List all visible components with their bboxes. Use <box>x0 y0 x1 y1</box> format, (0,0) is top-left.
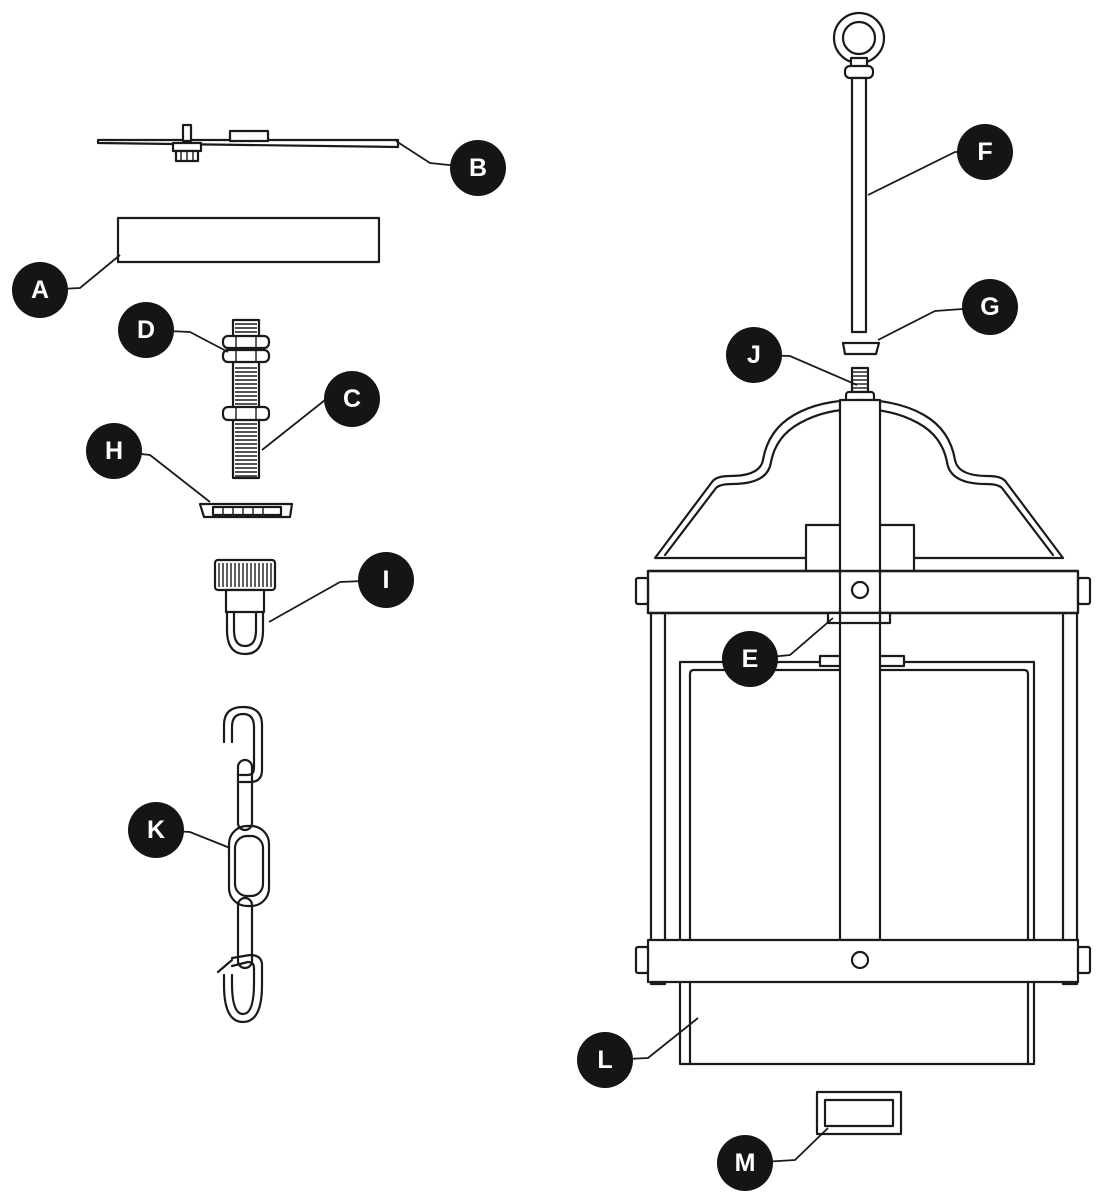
part-i-screw-collar-loop <box>213 558 277 656</box>
label-g-text: G <box>980 293 999 321</box>
part-d-hex-nuts <box>221 334 271 422</box>
label-e-text: E <box>742 645 759 673</box>
label-m-text: M <box>735 1149 756 1177</box>
part-j-threaded-stud <box>844 366 876 404</box>
label-c-text: C <box>343 385 361 413</box>
label-badge-i: I <box>358 552 414 608</box>
label-f-text: F <box>977 138 992 166</box>
label-a-text: A <box>31 276 49 304</box>
label-badge-m: M <box>717 1135 773 1191</box>
part-l-lantern-body <box>634 398 1092 1066</box>
label-j-text: J <box>747 341 761 369</box>
part-b-mounting-plate <box>96 123 400 163</box>
label-badge-l: L <box>577 1032 633 1088</box>
part-g-washer <box>841 341 881 356</box>
label-badge-a: A <box>12 262 68 318</box>
part-a-canopy <box>116 216 381 264</box>
label-k-text: K <box>147 816 165 844</box>
part-m-bottom-cap <box>815 1090 903 1136</box>
label-i-text: I <box>383 566 390 594</box>
label-badge-b: B <box>450 140 506 196</box>
label-badge-d: D <box>118 302 174 358</box>
label-badge-f: F <box>957 124 1013 180</box>
label-badge-e: E <box>722 631 778 687</box>
label-badge-c: C <box>324 371 380 427</box>
part-k-chain <box>216 705 271 1024</box>
label-badge-j: J <box>726 327 782 383</box>
part-f-hanging-rod <box>832 11 886 334</box>
label-badge-k: K <box>128 802 184 858</box>
label-badge-g: G <box>962 279 1018 335</box>
label-b-text: B <box>469 154 487 182</box>
label-badge-h: H <box>86 423 142 479</box>
part-h-lock-washer <box>198 502 294 519</box>
label-l-text: L <box>597 1046 612 1074</box>
part-e-bracket <box>826 611 892 625</box>
label-h-text: H <box>105 437 123 465</box>
label-d-text: D <box>137 316 155 344</box>
